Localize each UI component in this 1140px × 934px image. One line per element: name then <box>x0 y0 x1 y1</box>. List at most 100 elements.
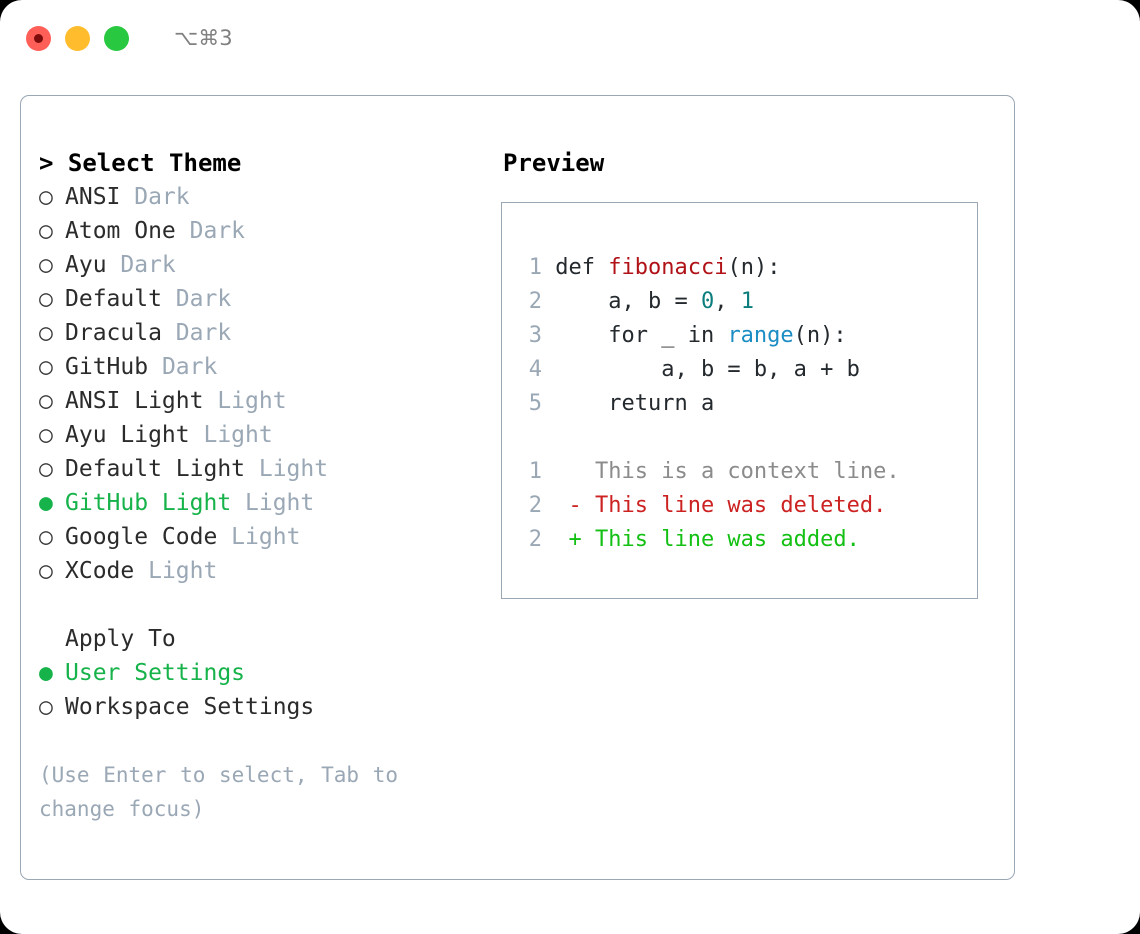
diff-line: 2 + This line was added. <box>520 523 977 557</box>
radio-unselected-icon[interactable]: ○ <box>39 456 53 482</box>
theme-option-name: GitHub <box>65 354 149 380</box>
apply-to-option[interactable]: ● User Settings <box>39 656 491 690</box>
radio-unselected-icon[interactable]: ○ <box>39 252 53 278</box>
radio-selected-icon[interactable]: ● <box>39 490 53 516</box>
theme-option-name: Default <box>65 286 162 312</box>
diff-sample: 1 This is a context line. 2 - This line w… <box>520 455 977 557</box>
title-bar: ⌥⌘3 <box>0 0 1140 76</box>
apply-to-option-label: Workspace Settings <box>65 694 315 720</box>
code-token: 0 <box>700 289 715 314</box>
theme-option[interactable]: ○ GitHub Dark <box>39 350 491 384</box>
code-token: range <box>727 323 794 348</box>
theme-option[interactable]: ● GitHub Light Light <box>39 486 491 520</box>
line-number: 4 <box>528 357 542 382</box>
gutter-space <box>542 391 555 416</box>
theme-option[interactable]: ○ Ayu Light Light <box>39 418 491 452</box>
theme-option[interactable]: ○Default Light Light <box>39 452 491 486</box>
theme-option-name: Ayu Light <box>65 422 190 448</box>
diff-text: This line was added. <box>594 527 860 552</box>
radio-unselected-icon[interactable]: ○ <box>39 184 53 210</box>
gutter-space <box>542 289 555 314</box>
code-token: return a <box>555 391 715 416</box>
radio-unselected-icon[interactable]: ○ <box>39 218 53 244</box>
line-number: 2 <box>528 493 542 518</box>
diff-text: This is a context line. <box>594 459 900 484</box>
radio-unselected-icon[interactable]: ○ <box>39 558 53 584</box>
code-token: , <box>714 289 741 314</box>
theme-list[interactable]: ○ANSI Dark○Atom One Dark○Ayu Dark○Defaul… <box>39 180 491 588</box>
diff-sign <box>542 459 595 484</box>
theme-option-kind: Dark <box>106 252 176 278</box>
line-number: 3 <box>528 323 542 348</box>
code-token: (n): <box>727 255 781 280</box>
theme-option[interactable]: ○ Ayu Dark <box>39 248 491 282</box>
theme-option-name: GitHub Light <box>65 490 232 516</box>
theme-option-name: Ayu <box>65 252 107 278</box>
diff-sign: + <box>542 527 595 552</box>
theme-option[interactable]: ○XCode Light <box>39 554 491 588</box>
theme-option-kind: Light <box>203 388 287 414</box>
radio-unselected-icon[interactable]: ○ <box>39 320 53 346</box>
theme-option-name: Default Light <box>65 456 246 482</box>
apply-to-options[interactable]: ● User Settings ○ Workspace Settings <box>39 656 491 724</box>
keyboard-shortcut-label: ⌥⌘3 <box>174 26 233 50</box>
minimize-window-button[interactable] <box>65 25 90 51</box>
code-token: def <box>555 255 609 280</box>
radio-unselected-icon[interactable]: ○ <box>39 354 53 380</box>
theme-option-name: XCode <box>65 558 135 584</box>
code-token: for _ in <box>555 323 728 348</box>
theme-option[interactable]: ○ Atom One Dark <box>39 214 491 248</box>
preview-column: Preview 1 def fibonacci(n):2 a, b = 0, 1… <box>491 96 1014 879</box>
theme-option[interactable]: ○ Default Dark <box>39 282 491 316</box>
radio-unselected-icon[interactable]: ○ <box>39 388 53 414</box>
theme-option-kind: Light <box>231 490 315 516</box>
apply-to-heading: Apply To <box>65 626 176 652</box>
theme-option-kind: Dark <box>161 286 232 312</box>
theme-option-name: Google Code <box>65 524 218 550</box>
theme-option-name: ANSI Light <box>65 388 204 414</box>
theme-option-name: Atom One <box>65 218 176 244</box>
code-token: 1 <box>740 289 754 314</box>
code-line: 1 def fibonacci(n): <box>520 251 977 285</box>
maximize-window-button[interactable] <box>104 25 129 51</box>
code-token: fibonacci <box>608 255 728 280</box>
theme-option[interactable]: ○Dracula Dark <box>39 316 491 350</box>
line-number: 2 <box>528 527 542 552</box>
line-number: 5 <box>528 391 542 416</box>
theme-option[interactable]: ○ ANSI Light Light <box>39 384 491 418</box>
line-number: 1 <box>528 459 542 484</box>
code-line: 3 for _ in range(n): <box>520 319 977 353</box>
code-line: 2 a, b = 0, 1 <box>520 285 977 319</box>
apply-to-option[interactable]: ○ Workspace Settings <box>39 690 491 724</box>
line-number: 2 <box>528 289 542 314</box>
radio-selected-icon[interactable]: ● <box>39 660 53 686</box>
close-window-button[interactable] <box>26 25 51 51</box>
code-token: a, b = <box>555 289 701 314</box>
theme-option-kind: Dark <box>175 218 246 244</box>
theme-option-kind: Dark <box>120 184 190 210</box>
radio-unselected-icon[interactable]: ○ <box>39 422 53 448</box>
theme-selector-column: > Select Theme ○ANSI Dark○Atom One Dark○… <box>21 96 491 879</box>
apply-to-option-label: User Settings <box>65 660 246 686</box>
diff-line: 1 This is a context line. <box>520 455 977 489</box>
gutter-space <box>542 255 555 280</box>
diff-text: This line was deleted. <box>594 493 887 518</box>
theme-option-kind: Dark <box>161 320 232 346</box>
code-line: 4 a, b = b, a + b <box>520 353 977 387</box>
code-token: a, b = b, a + b <box>555 357 860 382</box>
theme-option-kind: Light <box>217 524 301 550</box>
theme-option-kind: Dark <box>148 354 218 380</box>
preview-heading: Preview <box>503 149 605 177</box>
theme-option-kind: Light <box>189 422 273 448</box>
diff-sign: - <box>542 493 595 518</box>
radio-unselected-icon[interactable]: ○ <box>39 286 53 312</box>
radio-unselected-icon[interactable]: ○ <box>39 694 53 720</box>
theme-option[interactable]: ○ Google Code Light <box>39 520 491 554</box>
radio-unselected-icon[interactable]: ○ <box>39 524 53 550</box>
theme-option[interactable]: ○ANSI Dark <box>39 180 491 214</box>
keyboard-hint-text: (Use Enter to select, Tab to change focu… <box>39 763 399 821</box>
gutter-space <box>542 323 555 348</box>
select-theme-heading: > Select Theme <box>39 149 242 177</box>
